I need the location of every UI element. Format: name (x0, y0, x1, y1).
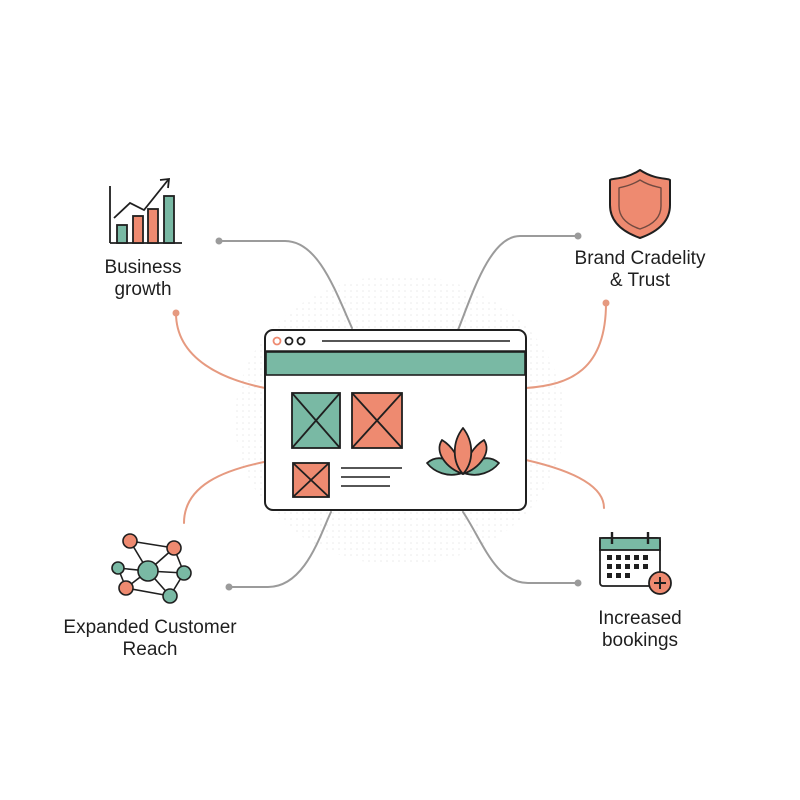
calendar-day (643, 564, 648, 569)
website-window (264, 329, 527, 511)
image-placeholder-coral (351, 392, 403, 449)
network-icon (111, 533, 192, 604)
calendar-day (616, 555, 621, 560)
connector-dot (172, 309, 180, 317)
calendar-day (643, 555, 648, 560)
hero-banner (265, 351, 526, 376)
image-placeholder-small (292, 462, 330, 498)
calendar-day (634, 555, 639, 560)
connector-dot (225, 583, 233, 591)
connector-dot (602, 299, 610, 307)
connector-booking-coral (525, 459, 605, 509)
window-dot (272, 336, 282, 346)
calendar-plus-icon (599, 532, 672, 595)
calendar-day (625, 564, 630, 569)
calendar-day (607, 555, 612, 560)
calendar-day (616, 564, 621, 569)
connector-growth-coral (175, 312, 266, 389)
connector-dot (574, 579, 582, 587)
image-placeholder-teal (291, 392, 341, 449)
calendar-day (607, 564, 612, 569)
connectors (172, 232, 610, 591)
connector-trust-grey (457, 235, 579, 331)
connector-growth-grey (218, 240, 353, 329)
bar-chart-growth-icon (109, 177, 182, 244)
calendar-day (634, 564, 639, 569)
text-lines (341, 467, 402, 487)
connector-booking-grey (462, 511, 579, 584)
shield-icon (609, 169, 671, 239)
calendar-day (625, 573, 630, 578)
lotus-icon (426, 427, 500, 476)
calendar-days (607, 555, 648, 578)
calendar-day (625, 555, 630, 560)
calendar-day (616, 573, 621, 578)
calendar-day (607, 573, 612, 578)
connector-dot (574, 232, 582, 240)
window-dot (284, 336, 294, 346)
connector-dot (215, 237, 223, 245)
connector-reach-grey (228, 511, 332, 588)
window-dot (296, 336, 306, 346)
label-brand-trust: Brand Cradelity& Trust (574, 248, 706, 291)
connector-trust-coral (525, 302, 607, 389)
connector-reach-coral (183, 461, 265, 524)
